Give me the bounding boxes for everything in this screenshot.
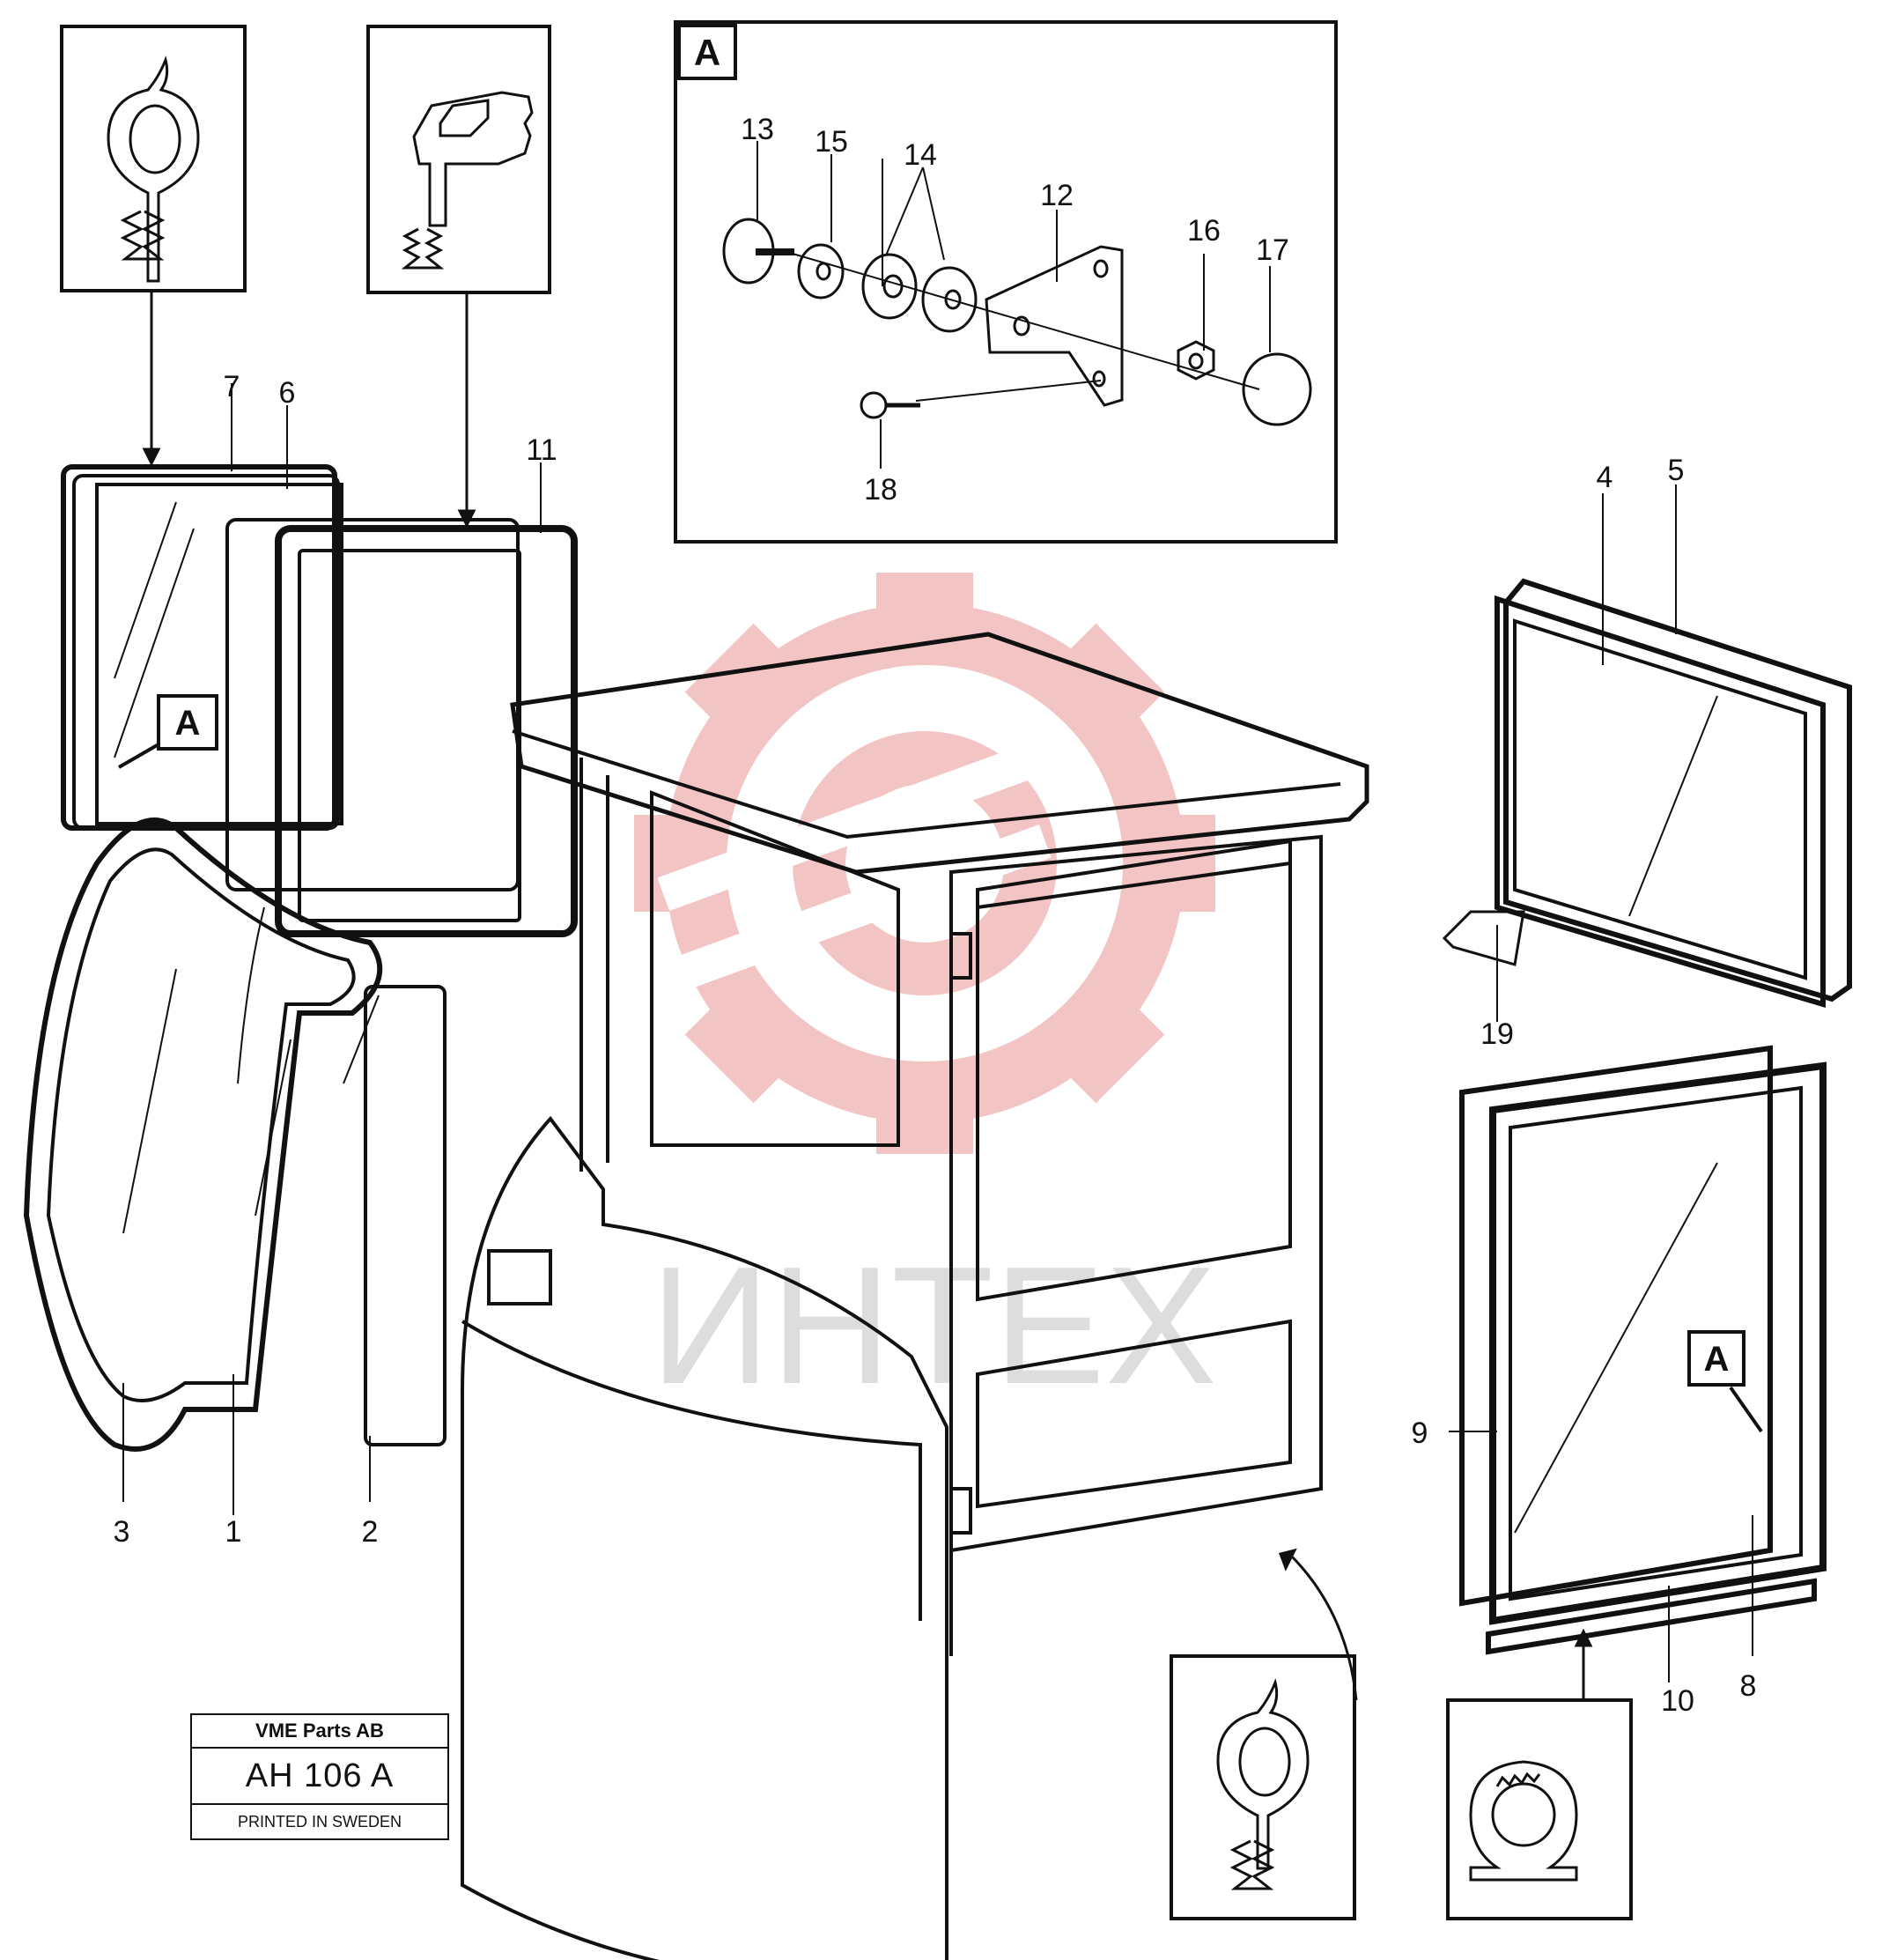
title-block: VME Parts AB AH 106 A PRINTED IN SWEDEN	[190, 1713, 449, 1840]
title-block-company: VME Parts AB	[192, 1715, 447, 1749]
callout-3: 3	[114, 1515, 130, 1549]
callout-11: 11	[526, 433, 557, 467]
callout-15: 15	[815, 125, 848, 159]
callout-17: 17	[1256, 233, 1289, 267]
window-left-side	[225, 518, 578, 937]
callout-13: 13	[741, 113, 774, 146]
detail-a-marker-left-label: A	[175, 704, 201, 743]
callout-5: 5	[1668, 454, 1685, 487]
window-right-door	[1459, 1045, 1827, 1655]
callout-1: 1	[225, 1515, 242, 1549]
callout-10: 10	[1661, 1684, 1694, 1718]
detail-a-marker-left: A	[117, 694, 218, 769]
callout-19: 19	[1480, 1017, 1514, 1051]
seal-profile-box-4	[1446, 1698, 1633, 1920]
callout-18: 18	[864, 473, 897, 507]
leader-lines	[122, 141, 1753, 1683]
title-block-printed: PRINTED IN SWEDEN	[237, 1812, 402, 1831]
callout-6: 6	[279, 376, 296, 410]
callout-4: 4	[1597, 461, 1613, 494]
cab-body	[461, 632, 1369, 1960]
callout-14: 14	[904, 138, 937, 172]
window-left-rear	[61, 464, 343, 831]
detail-a-marker-right-label: A	[1704, 1340, 1730, 1379]
watermark-text: ИНТЕХ	[650, 1232, 1216, 1419]
detail-a-marker-right: A	[1687, 1330, 1763, 1433]
seal-profile-box-2	[366, 25, 551, 294]
title-block-drawing-number: AH 106 A	[192, 1749, 447, 1805]
callout-9: 9	[1412, 1416, 1428, 1450]
detail-a-label: A	[694, 32, 720, 73]
callout-12: 12	[1040, 179, 1074, 212]
seal-profile-box-1	[60, 25, 247, 292]
callout-16: 16	[1187, 214, 1221, 248]
callout-8: 8	[1740, 1669, 1757, 1703]
detail-a-box: A	[674, 20, 1338, 544]
callout-labels: 1 2 3 4 5 6 7 8 9 10 11 12 13 14 15 16 1…	[114, 113, 1757, 1718]
callout-2: 2	[362, 1515, 379, 1549]
windscreen-front	[23, 817, 447, 1452]
window-right-rear	[1442, 578, 1852, 1009]
callout-7: 7	[224, 370, 240, 403]
seal-profile-box-3	[1170, 1654, 1356, 1920]
